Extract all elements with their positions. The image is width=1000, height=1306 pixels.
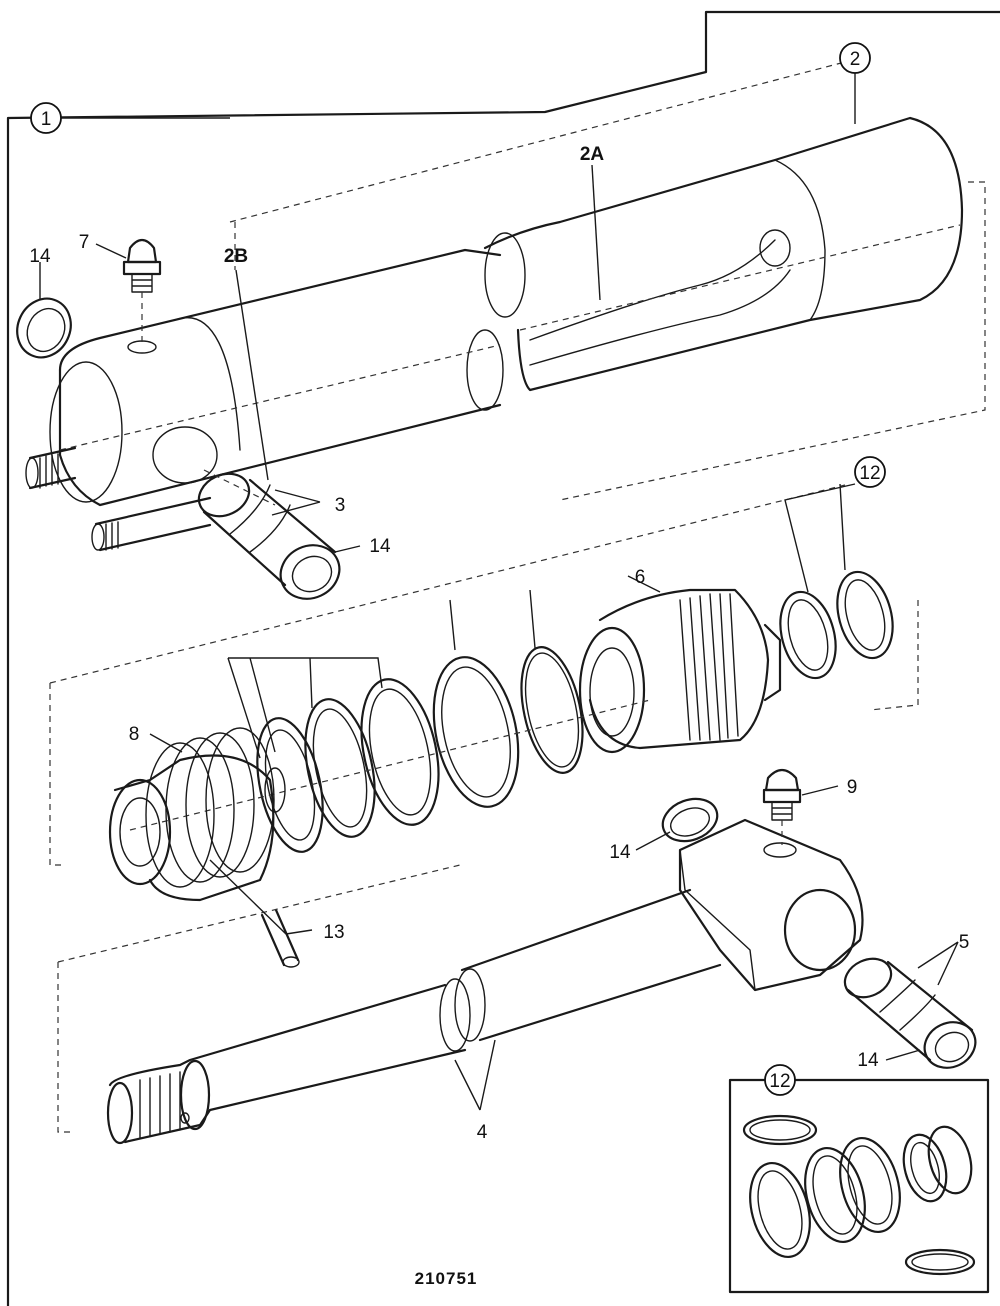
cylinder-barrel-left: [49, 248, 504, 507]
callout-circle-12-inset: [764, 1064, 796, 1096]
callout-12-inset: 12: [769, 1071, 790, 1092]
callout-14-rod-eye: 14: [609, 842, 631, 863]
grease-nipple-rod: [762, 768, 802, 845]
callout-4: 4: [477, 1122, 488, 1143]
callout-13: 13: [323, 922, 344, 943]
callout-7: 7: [79, 232, 90, 253]
barrel-slot-hole: [759, 229, 791, 267]
rod-eye-bore: [783, 888, 857, 972]
barrel-pipe-lower: [91, 496, 212, 552]
callout-circle-2: [839, 42, 871, 74]
port-hole: [152, 426, 218, 484]
callout-2: 2: [850, 49, 861, 70]
callout-3: 3: [335, 495, 346, 516]
cylinder-group-boundary: [229, 61, 986, 501]
callout-8: 8: [129, 724, 140, 745]
drawing-reference-number: 210751: [415, 1269, 478, 1288]
callout-14-bush-3: 14: [369, 536, 391, 557]
kit-boundary-line: [6, 10, 1000, 1306]
callout-circle-1: [30, 102, 62, 134]
leader-lines: [39, 72, 959, 1111]
grease-nipple-top: [122, 238, 162, 345]
rod-eye: [678, 818, 864, 992]
cylinder-barrel-right: [483, 116, 964, 392]
gland-item-6: [578, 588, 782, 754]
callout-5: 5: [959, 932, 970, 953]
bush-ring-rod-eye: [661, 797, 719, 843]
rod-group-boundary: [57, 864, 461, 1133]
callout-1: 1: [41, 109, 52, 130]
piston-group-boundary: [49, 484, 919, 866]
barrel-pipe-upper: [25, 446, 77, 490]
callout-12-upper: 12: [859, 463, 880, 484]
piston-rod-item-4: [106, 888, 722, 1145]
callout-6: 6: [635, 567, 646, 588]
bush-ring-top-left: [16, 297, 72, 359]
callout-2B: 2B: [224, 246, 248, 267]
callout-circle-12-upper: [854, 456, 886, 488]
bush-item-5: [843, 957, 977, 1069]
seal-rings-upper: [779, 570, 894, 680]
seal-kit-inset: [728, 1078, 990, 1294]
callout-14-bush-5: 14: [857, 1050, 879, 1071]
bush-item-3: [197, 469, 341, 600]
piston-group-axis: [129, 699, 651, 831]
callout-14-top-left: 14: [29, 246, 51, 267]
piston-rings: [256, 646, 584, 853]
callout-2A: 2A: [580, 144, 605, 165]
pin-item-13: [260, 908, 300, 968]
nipple-hole: [127, 340, 157, 354]
piston-item-8: [108, 727, 286, 902]
callout-9: 9: [847, 777, 858, 798]
